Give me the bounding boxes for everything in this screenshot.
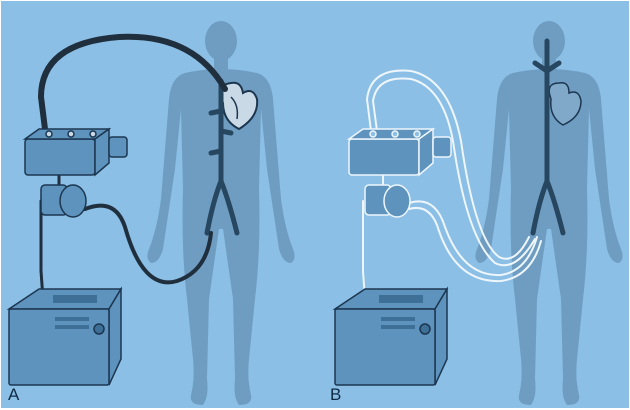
panel-label-a: A: [8, 385, 19, 405]
panel-label-b: B: [330, 385, 341, 405]
pump-b: [365, 185, 410, 217]
oxygenator-b: [349, 129, 451, 175]
oxygenator-a: [25, 129, 127, 175]
control-console-a: [9, 289, 121, 385]
panel-a: [9, 21, 295, 405]
pump-a: [41, 185, 86, 217]
panel-b: [335, 21, 623, 405]
control-console-b: [335, 289, 447, 385]
